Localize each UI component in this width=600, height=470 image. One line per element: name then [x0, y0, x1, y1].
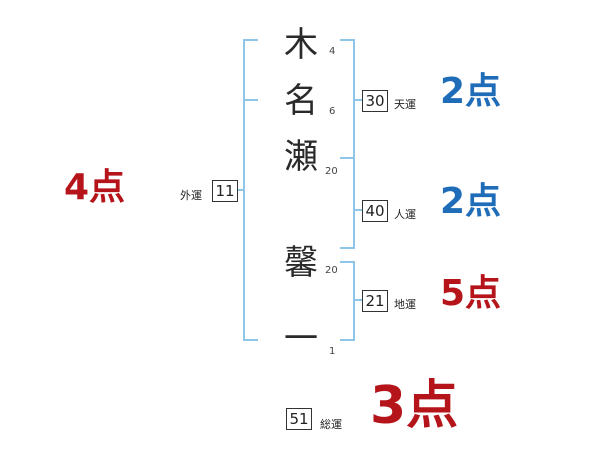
stroke-count-3: 20 — [325, 166, 338, 177]
person-value: 40 — [362, 200, 388, 222]
stroke-count-4: 20 — [325, 265, 338, 276]
heaven-value: 30 — [362, 90, 388, 112]
heaven-label: 天運 — [394, 98, 416, 111]
total-score: 3点 — [370, 376, 459, 436]
stroke-count-5: 1 — [329, 346, 336, 357]
name-char-2: 名 — [284, 81, 318, 121]
outer-bracket — [243, 39, 258, 341]
name-char-3: 瀬 — [284, 137, 318, 177]
heaven-bracket — [340, 39, 355, 159]
heaven-score: 2点 — [440, 71, 502, 112]
outer-label: 外運 — [180, 189, 202, 202]
earth-score: 5点 — [440, 273, 502, 314]
person-label: 人運 — [394, 208, 416, 221]
name-char-4: 馨 — [284, 243, 318, 283]
total-value: 51 — [286, 408, 312, 430]
person-bracket — [340, 157, 355, 249]
stroke-count-1: 4 — [329, 46, 336, 57]
outer-value: 11 — [212, 180, 238, 202]
name-char-1: 木 — [284, 25, 318, 65]
person-score: 2点 — [440, 181, 502, 222]
name-char-5: 一 — [284, 319, 318, 359]
outer-score: 4点 — [64, 167, 126, 208]
earth-bracket — [340, 261, 355, 341]
earth-label: 地運 — [394, 298, 416, 311]
stroke-count-2: 6 — [329, 106, 336, 117]
earth-value: 21 — [362, 290, 388, 312]
total-label: 総運 — [320, 418, 342, 431]
